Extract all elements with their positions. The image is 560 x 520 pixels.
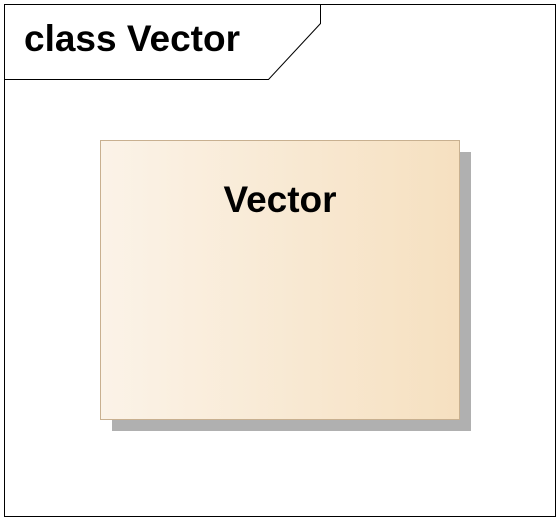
frame-name-tab xyxy=(4,4,321,80)
class-box[interactable] xyxy=(100,140,460,420)
class-name: Vector xyxy=(223,179,337,220)
frame-title: class Vector xyxy=(24,18,240,59)
